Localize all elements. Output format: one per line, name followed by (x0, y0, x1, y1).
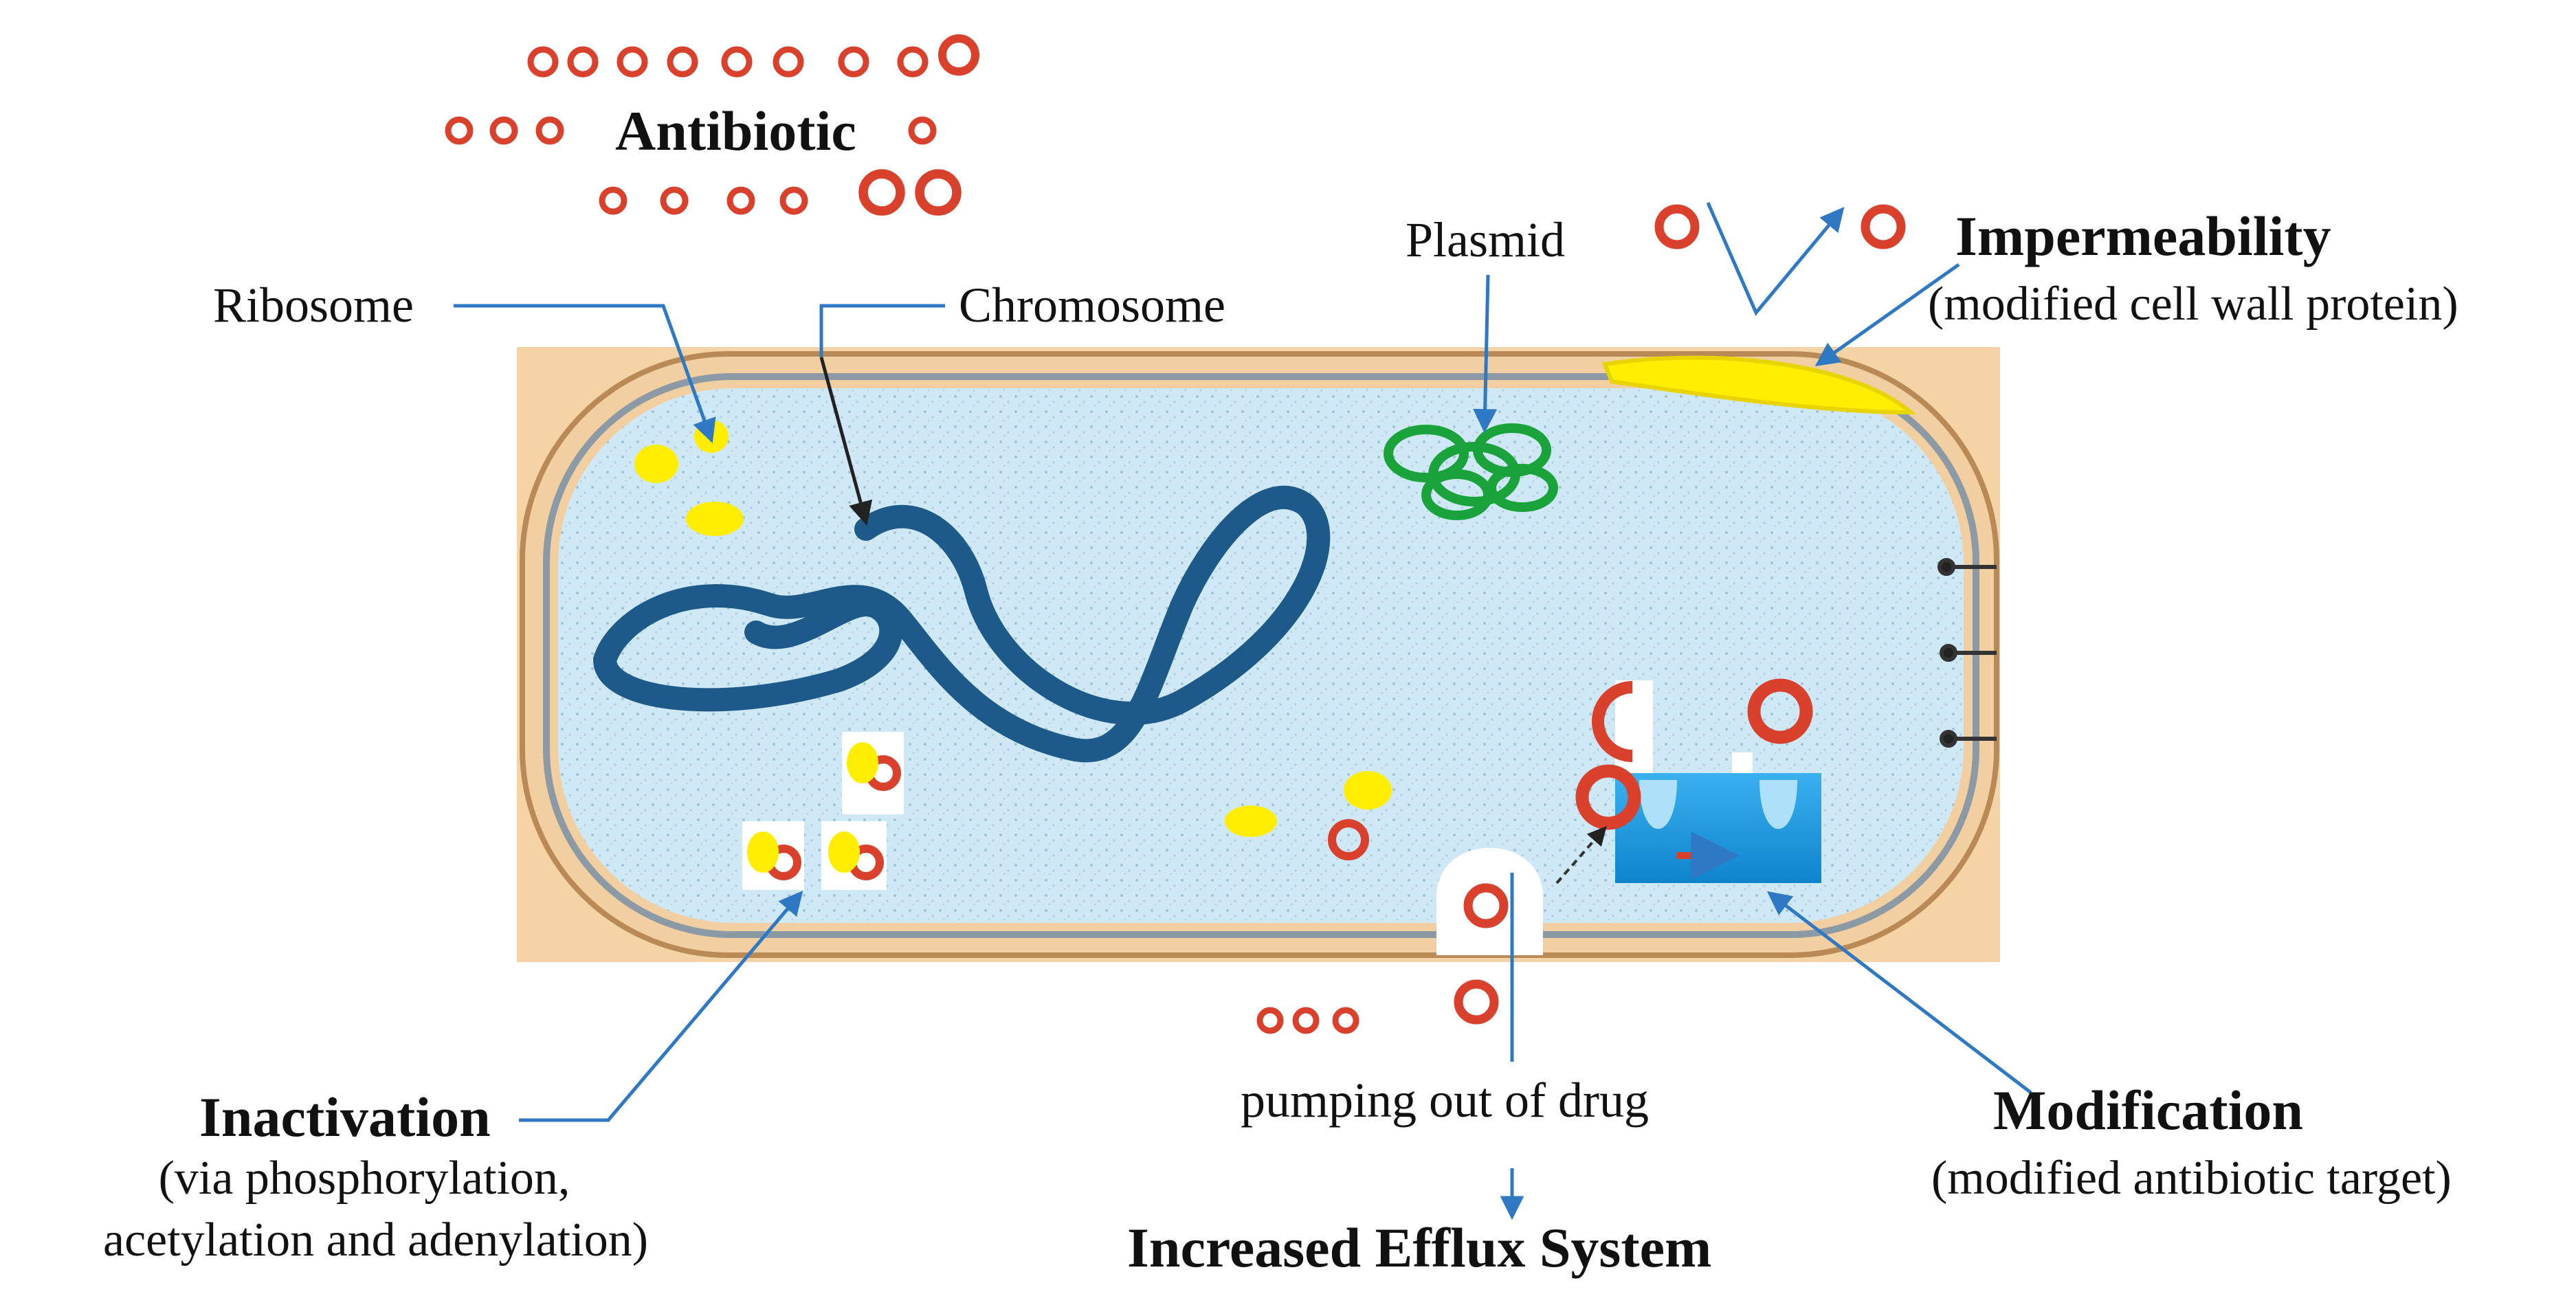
antibiotic-ring (721, 46, 753, 78)
antibiotic-ring (1328, 819, 1369, 860)
antibiotic-ring (1463, 883, 1509, 928)
plasmid-loops (1384, 423, 1558, 520)
antibiotic-ring (838, 46, 869, 78)
antibiotic-ring (779, 186, 808, 215)
modified-target (1615, 680, 1821, 883)
antibiotic-ring (617, 46, 648, 78)
antibiotic-ring (1454, 979, 1499, 1025)
inactivation-subtitle-line2: acetylation and adenylation) (103, 1214, 649, 1267)
antibiotic-ring (1292, 1007, 1320, 1034)
chromosome-strand (593, 485, 1331, 763)
antibiotic-ring (599, 186, 628, 215)
ribosome-label: Ribosome (213, 278, 414, 333)
membrane-pores (1937, 558, 1997, 748)
antibiotic-ring (667, 46, 698, 78)
modification-pointer (1766, 891, 2032, 1094)
pumping-label: pumping out of drug (1241, 1073, 1649, 1128)
plasmid-pointer (1473, 274, 1498, 434)
antibiotic-ring (858, 169, 905, 216)
antibiotic-molecules (445, 34, 1906, 1034)
antibiotic-ring (1654, 204, 1700, 249)
inner-membrane (543, 373, 1979, 938)
antibiotic-ring (445, 116, 474, 145)
antibiotic-ring-partial (1592, 681, 1633, 762)
antibiotic-ring (1256, 1007, 1284, 1034)
efflux-title: Increased Efflux System (1127, 1216, 1712, 1279)
modified-wall-protein (1601, 355, 1916, 415)
antibiotic-ring (773, 46, 804, 78)
antibiotic-ring (660, 186, 689, 215)
antibiotic-ring (489, 116, 518, 145)
inactivation-title: Inactivation (199, 1086, 491, 1148)
antibiotic-ring (1332, 1007, 1359, 1034)
antibiotic-ring (1575, 764, 1641, 830)
impermeability-pointer (1814, 263, 1960, 367)
antibiotic-ring (915, 169, 962, 216)
inactivation-subtitle-line1: (via phosphorylation, (158, 1152, 570, 1205)
leader-lines (454, 201, 2032, 1220)
antibiotic-ring (908, 116, 937, 145)
antibiotic-ring (535, 116, 564, 145)
antibiotic-ring (527, 46, 559, 78)
antibiotic-ring (938, 34, 979, 76)
antibiotic-label: Antibiotic (615, 100, 856, 162)
impermeability-bounce (1706, 201, 1845, 316)
impermeability-title: Impermeability (1955, 205, 2331, 267)
chromosome-pointer (819, 304, 945, 357)
antibiotic-ring (567, 46, 599, 78)
inactivation-pointer (519, 890, 803, 1122)
antibiotic-ring (726, 186, 755, 215)
impermeability-subtitle: (modified cell wall protein) (1928, 278, 2458, 331)
antibiotic-ring (897, 46, 929, 78)
modification-title: Modification (1993, 1079, 2303, 1141)
antibiotic-ring (1747, 678, 1813, 744)
antibiotic-ring (1861, 204, 1906, 249)
ribosome-pointer (454, 304, 716, 443)
efflux-pump (1436, 847, 1543, 955)
inactivation-complexes (742, 732, 904, 890)
modification-subtitle: (modified antibiotic target) (1931, 1152, 2452, 1205)
plasmid-label: Plasmid (1406, 212, 1566, 267)
chromosome-label: Chromosome (959, 278, 1225, 333)
